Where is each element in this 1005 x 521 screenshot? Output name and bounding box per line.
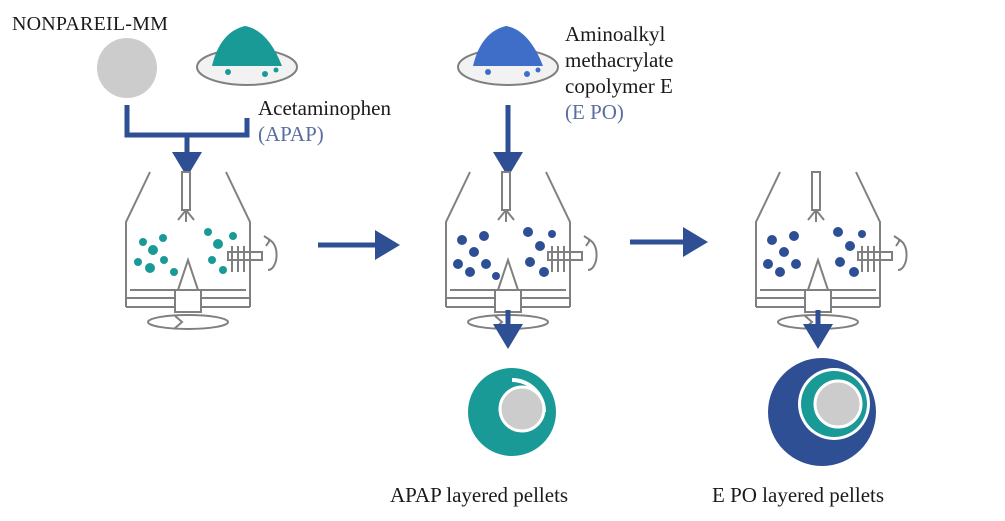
merge-arrow — [124, 105, 250, 172]
epo-powder-dish-icon — [457, 26, 559, 86]
product2-label: E PO layered pellets — [712, 483, 885, 507]
polymer-label-line2: methacrylate — [565, 48, 674, 72]
layered-pellet-icon — [768, 358, 876, 466]
seed-sphere-icon — [97, 38, 157, 98]
layered-pellet-icon — [468, 368, 556, 456]
seed-core-label: NONPAREIL-MM — [12, 13, 169, 35]
apap-powder-dish-icon — [196, 26, 298, 86]
drug-name-label: Acetaminophen — [258, 96, 391, 120]
coating-machine-icon — [445, 171, 598, 330]
coating-machine-icon — [755, 171, 908, 330]
drug-abbr-label: (APAP) — [258, 122, 324, 146]
polymer-label-line1: Aminoalkyl — [565, 22, 666, 46]
polymer-abbr-label: (E PO) — [565, 100, 624, 124]
polymer-label-line3: copolymer E — [565, 74, 673, 98]
product1-label: APAP layered pellets — [390, 483, 569, 507]
coating-machine-icon — [125, 171, 278, 330]
